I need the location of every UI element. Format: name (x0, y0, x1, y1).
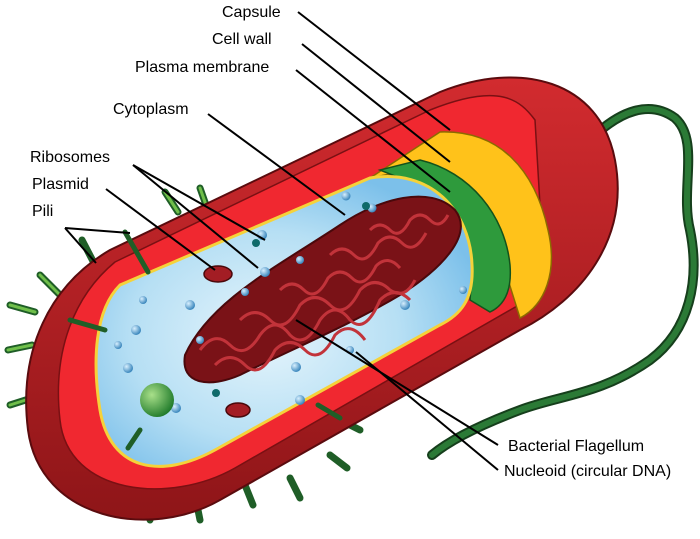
label-bacterial-flagellum: Bacterial Flagellum (508, 438, 644, 455)
leader-lines (64, 11, 499, 471)
plasmid (203, 265, 251, 418)
label-ribosomes: Ribosomes (30, 149, 110, 166)
label-capsule: Capsule (222, 4, 281, 21)
label-cell-wall: Cell wall (212, 31, 272, 48)
label-nucleoid: Nucleoid (circular DNA) (504, 463, 671, 480)
storage-granule (140, 383, 174, 417)
label-plasma-membrane: Plasma membrane (135, 59, 269, 76)
label-cytoplasm: Cytoplasm (113, 101, 189, 118)
label-pili: Pili (32, 203, 53, 220)
label-plasmid: Plasmid (32, 176, 89, 193)
nucleoid (183, 195, 462, 384)
